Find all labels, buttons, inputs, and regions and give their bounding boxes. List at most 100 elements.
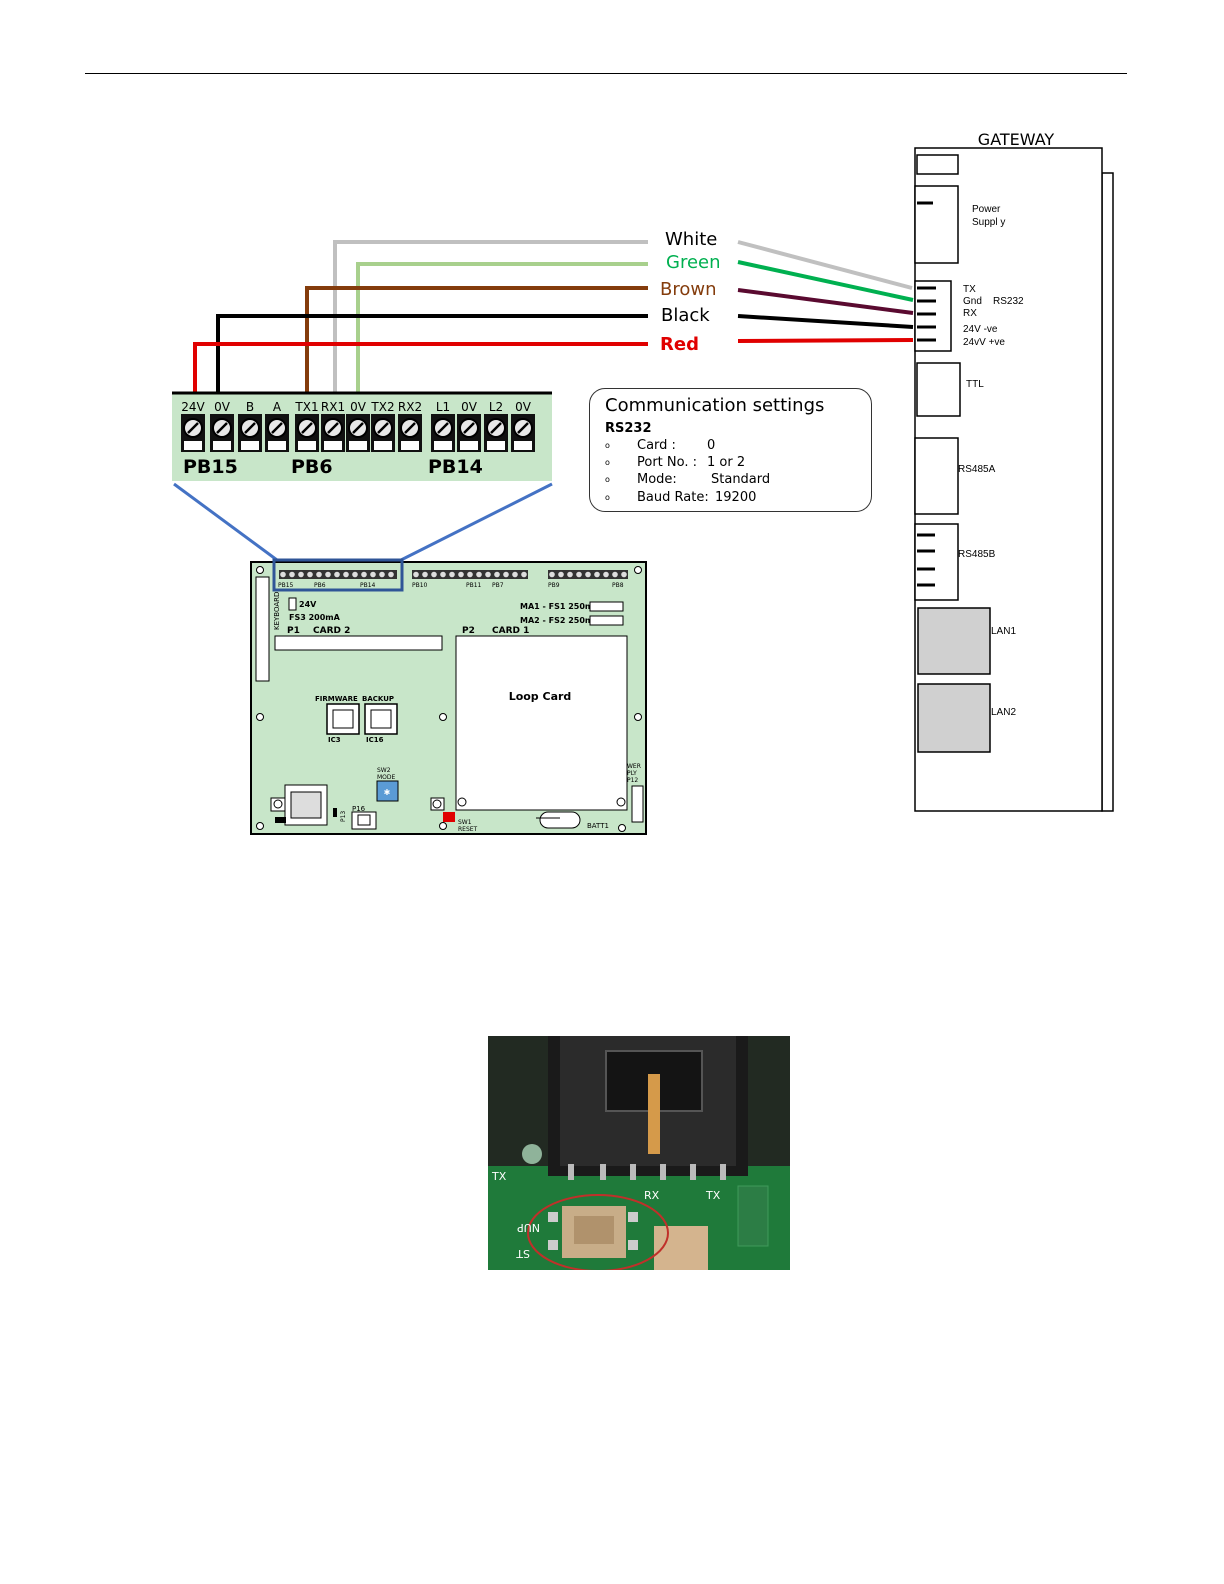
wire-label-white: White	[665, 229, 717, 250]
board-label-pb10: PB10	[412, 582, 428, 589]
lan1-label: LAN1	[991, 626, 1016, 637]
terminal-screw	[457, 414, 481, 452]
rs485a-connector	[914, 437, 959, 515]
ma1-label: MA1 - FS1 250mA	[520, 602, 600, 611]
p16-label: P16	[352, 805, 366, 813]
photo-illustration: TX RX TX NUP ST	[488, 1036, 790, 1270]
wire-brown-left	[305, 286, 648, 395]
ic3-label: IC3	[328, 736, 341, 744]
terminal-pin-label: RX1	[321, 400, 345, 414]
card2-label: CARD 2	[313, 626, 350, 636]
p2-label: P2	[462, 626, 475, 636]
fs3-label: FS3 200mA	[289, 613, 341, 622]
terminal-screw	[295, 414, 319, 452]
rs232-pin-24v-neg: 24V -ve	[963, 324, 998, 335]
terminal-screw	[238, 414, 262, 452]
terminal-pin-label: L2	[489, 400, 503, 414]
connector-switch-photo: TX RX TX NUP ST	[488, 1036, 790, 1270]
photo-label-rx: RX	[644, 1189, 660, 1202]
fuse-24v-label: 24V	[299, 600, 317, 609]
wire-black-left	[216, 314, 648, 395]
photo-label-tx-left: TX	[491, 1170, 507, 1183]
loop-card-slot	[455, 635, 628, 811]
rs232-pin-24v-pos: 24vV +ve	[963, 337, 1005, 348]
wires	[193, 240, 914, 395]
terminal-screw	[511, 414, 535, 452]
wire-black-right	[737, 314, 914, 329]
terminal-screw	[431, 414, 455, 452]
wire-brown-right	[737, 288, 914, 315]
board-label-pb9: PB9	[548, 582, 560, 589]
ttl-label: TTL	[966, 379, 984, 390]
ic16-label: IC16	[366, 736, 384, 744]
terminal-pin-label: 0V	[350, 400, 367, 414]
photo-label-st: ST	[516, 1247, 530, 1260]
wire-red-left	[193, 342, 648, 395]
comm-subtitle: RS232	[605, 421, 652, 436]
p13-label: P13	[340, 811, 347, 822]
batt1-label: BATT1	[587, 822, 609, 830]
terminal-screw	[265, 414, 289, 452]
terminal-pin-label: B	[246, 400, 254, 414]
gateway-top-connector	[916, 154, 959, 175]
terminal-pin-label: TX2	[370, 400, 394, 414]
ttl-connector	[916, 362, 961, 417]
terminal-screw	[181, 414, 205, 452]
terminal-pin-label: 0V	[214, 400, 231, 414]
terminal-screw	[210, 414, 234, 452]
rs485b-label: RS485B	[958, 549, 996, 560]
terminal-pin-label: 24V	[181, 400, 205, 414]
gateway-side-rail	[1101, 172, 1114, 812]
card1-label: CARD 1	[492, 626, 529, 636]
terminal-screw	[346, 414, 370, 452]
keyboard-connector	[255, 576, 270, 682]
lan2-port	[917, 683, 991, 753]
svg-text:✱: ✱	[384, 788, 391, 797]
wire-labels: White Green Brown Black Red	[660, 229, 721, 355]
lan2-label: LAN2	[991, 707, 1016, 718]
block-label-pb15: PB15	[183, 456, 238, 478]
photo-label-tx-right: TX	[705, 1189, 721, 1202]
card2-slot	[274, 635, 443, 651]
board-label-pb15: PB15	[278, 582, 294, 589]
terminal-screw	[484, 414, 508, 452]
board-highlight-box	[272, 558, 404, 592]
wire-green-left	[356, 262, 648, 395]
terminal-screw	[321, 414, 345, 452]
terminal-screw	[398, 414, 422, 452]
board-label-pb14: PB14	[360, 582, 376, 589]
gateway-title: GATEWAY	[978, 130, 1055, 149]
terminal-pin-label: A	[273, 400, 282, 414]
firmware-label: FIRMWARE	[315, 695, 358, 703]
terminal-pin-label: L1	[436, 400, 450, 414]
backup-label: BACKUP	[362, 695, 394, 703]
rs232-pin-gnd: Gnd	[963, 296, 982, 307]
wire-label-green: Green	[666, 252, 721, 273]
terminal-pin-label: TX1	[294, 400, 318, 414]
header-rule	[85, 73, 1127, 74]
loop-card-label: Loop Card	[509, 690, 572, 703]
panel-board: PB15 PB6 PB14 PB10 PB11 PB7 PB9 PB8 KEYB…	[250, 558, 647, 835]
block-label-pb6: PB6	[291, 456, 333, 478]
lan1-port	[917, 607, 991, 675]
keyboard-label: KEYBOARD	[273, 592, 281, 630]
rs485a-label: RS485A	[958, 464, 996, 475]
power-supply-connector	[914, 185, 959, 264]
sw1-reset-button	[443, 812, 455, 822]
board-label-pb11: PB11	[466, 582, 482, 589]
terminal-screw	[371, 414, 395, 452]
terminal-pin-label: 0V	[515, 400, 532, 414]
board-label-pb7: PB7	[492, 582, 504, 589]
rs232-pin-tx: TX	[963, 284, 976, 295]
ma2-label: MA2 - FS2 250mA	[520, 616, 600, 625]
rs485b-connector	[914, 523, 959, 601]
